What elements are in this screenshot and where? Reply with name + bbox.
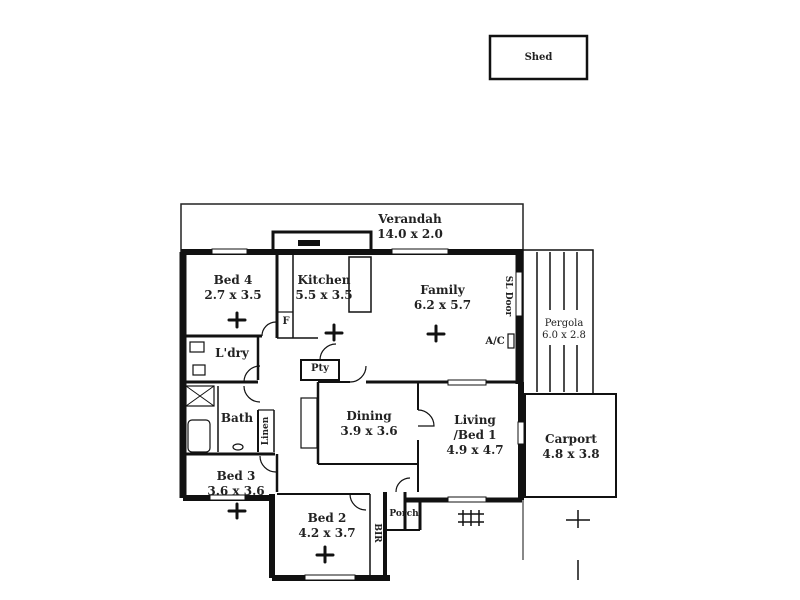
room-name: Bed 2 (307, 511, 347, 525)
room-linen: Linen (260, 411, 272, 451)
room-carport: Carport 4.8 x 3.8 (532, 432, 610, 462)
room-name: Bath (220, 411, 254, 425)
room-name-2: /Bed 1 (453, 428, 497, 442)
room-size: 3.9 x 3.6 (340, 424, 398, 438)
shed-label: Shed (524, 52, 553, 63)
room-porch: Porch (387, 508, 421, 520)
room-robe: BIR (371, 518, 383, 548)
room-name: Linen (261, 416, 271, 446)
room-kitchen: Kitchen 5.5 x 3.5 (293, 273, 355, 303)
room-name: Pergola (544, 318, 584, 329)
room-pantry: Pty (303, 363, 337, 375)
room-size: 4.9 x 4.7 (446, 443, 504, 457)
room-laundry: L'dry (208, 346, 256, 361)
fridge-label: F (282, 316, 290, 327)
room-dining: Dining 3.9 x 3.6 (330, 409, 408, 439)
room-name: Pty (311, 363, 329, 374)
room-name: Bed 3 (216, 469, 256, 483)
room-size: 6.0 x 2.8 (542, 330, 586, 341)
sliding-door-label: SL Door (503, 275, 513, 317)
room-pergola: Pergola 6.0 x 2.8 (537, 318, 591, 342)
room-name: Porch (389, 509, 419, 519)
room-name: L'dry (215, 346, 249, 360)
room-name: Family (420, 283, 465, 297)
room-bath: Bath (218, 411, 256, 426)
room-verandah: Verandah 14.0 x 2.0 (360, 212, 460, 242)
room-name: Dining (346, 409, 392, 423)
room-bed4: Bed 4 2.7 x 3.5 (198, 273, 268, 303)
room-size: 2.7 x 3.5 (204, 288, 262, 302)
room-size: 6.2 x 5.7 (413, 298, 472, 312)
room-living-bed1: Living /Bed 1 4.9 x 4.7 (436, 413, 514, 458)
room-name: Kitchen (297, 273, 351, 287)
room-name: Bed 4 (213, 273, 253, 287)
room-size: 4.2 x 3.7 (298, 526, 356, 540)
room-size: 3.6 x 3.6 (207, 484, 265, 498)
room-name: Verandah (378, 212, 442, 226)
room-size: 14.0 x 2.0 (377, 227, 443, 241)
room-size: 4.8 x 3.8 (542, 447, 600, 461)
room-name: BIR (372, 523, 382, 543)
room-family: Family 6.2 x 5.7 (405, 283, 480, 313)
room-bed2: Bed 2 4.2 x 3.7 (290, 511, 364, 541)
room-name: Living (454, 413, 496, 427)
ac-label: A/C (485, 336, 505, 347)
room-size: 5.5 x 3.5 (295, 288, 353, 302)
room-name: Carport (545, 432, 597, 446)
room-bed3: Bed 3 3.6 x 3.6 (200, 469, 272, 499)
